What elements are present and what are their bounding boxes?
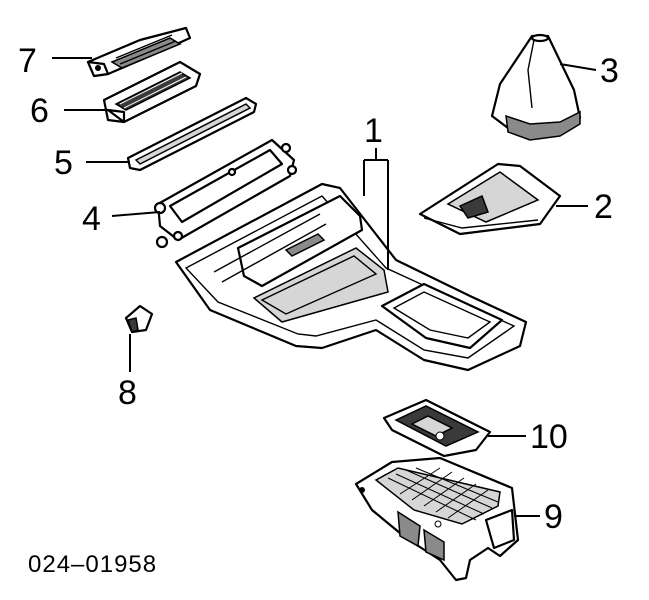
callout-5: 5: [54, 144, 73, 182]
leader-lines: [52, 57, 597, 517]
callout-2: 2: [594, 188, 613, 226]
callout-10: 10: [530, 418, 568, 456]
part-8-clip: [124, 304, 154, 334]
part-9-rear-console: [354, 456, 520, 582]
part-10-insert: [382, 398, 492, 458]
part-number: 024–01958: [28, 551, 157, 578]
part-6-tray: [102, 60, 202, 124]
part-4-frame: [153, 138, 298, 249]
part-5-trim-strip: [126, 96, 258, 172]
part-1-console: [174, 182, 528, 372]
part-3-shift-boot: [490, 33, 582, 141]
callout-3: 3: [600, 52, 619, 90]
callout-8: 8: [118, 374, 137, 412]
callout-4: 4: [82, 200, 101, 238]
callout-9: 9: [544, 498, 563, 536]
part-7-tray: [86, 26, 192, 78]
callout-6: 6: [30, 92, 49, 130]
part-2-shift-trim: [418, 162, 562, 236]
callout-7: 7: [18, 42, 37, 80]
callout-1: 1: [364, 112, 383, 150]
